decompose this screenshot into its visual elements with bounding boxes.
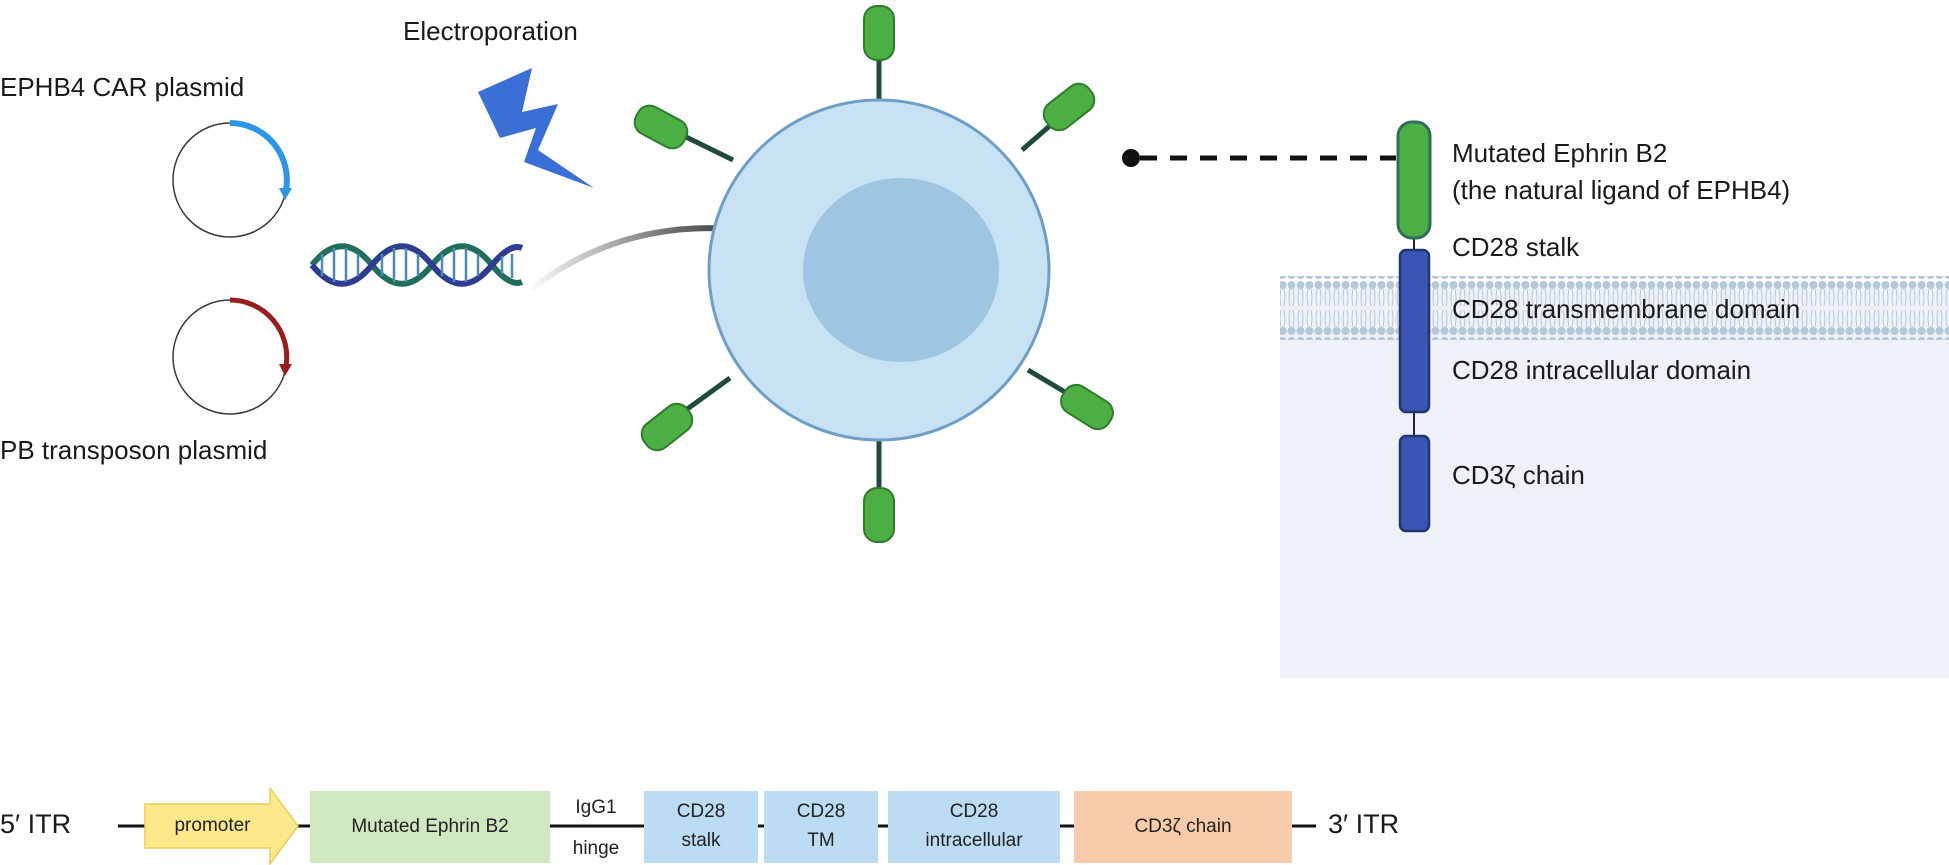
cd28-domain (1398, 248, 1431, 414)
connector-dot (1122, 149, 1140, 167)
electroporation-label: Electroporation (403, 16, 578, 46)
receptor-head-icons (633, 5, 1114, 543)
pb-plasmid-icon (172, 297, 292, 415)
cd28-intracellular-label: CD28 intracellular domain (1452, 355, 1752, 385)
tm-box-shape (764, 791, 878, 863)
cd3z-segment-label: CD3ζ chain (1134, 816, 1232, 838)
dna-helix-icon (309, 243, 524, 287)
stalk-label-bottom: stalk (681, 830, 721, 852)
cd3z-box-shape (1074, 791, 1292, 863)
cd28-tm-label: CD28 transmembrane domain (1452, 294, 1801, 324)
ephrin-domain (1396, 120, 1432, 240)
ephrin-segment-label: Mutated Ephrin B2 (351, 816, 509, 838)
tm-label-top: CD28 (796, 801, 846, 823)
ephrin-box-shape (310, 791, 550, 863)
intra-label-bottom: intracellular (925, 830, 1023, 852)
lipid-bilayer (1280, 276, 1949, 340)
stalk-box-shape (644, 791, 758, 863)
ligand-label-line2: (the natural ligand of EPHB4) (1452, 175, 1791, 205)
stalk-label-top: CD28 (676, 801, 726, 823)
hinge-label-bottom: hinge (572, 838, 620, 860)
itr5-label: 5′ ITR (0, 809, 72, 839)
car-plasmid-icon (172, 120, 292, 238)
hinge-label-top: IgG1 (575, 797, 617, 819)
lightning-bolt-icon (478, 68, 594, 188)
cytoplasm-panel (1280, 288, 1949, 678)
cd28-stalk-label: CD28 stalk (1452, 232, 1580, 262)
itr3-label: 3′ ITR (1328, 809, 1400, 839)
cd3z-domain (1398, 434, 1431, 533)
car-receptor (1396, 120, 1432, 533)
promoter-arrow (144, 785, 299, 865)
car-plasmid-label: EPHB4 CAR plasmid (0, 72, 245, 102)
nucleus (803, 178, 999, 362)
promoter-label: promoter (174, 815, 251, 837)
ligand-label-line1: Mutated Ephrin B2 (1452, 138, 1668, 168)
intra-box-shape (888, 791, 1060, 863)
tm-label-bottom: TM (807, 830, 835, 852)
cd3z-chain-label: CD3ζ chain (1452, 460, 1585, 490)
intra-label-top: CD28 (949, 801, 999, 823)
pb-plasmid-label: PB transposon plasmid (0, 435, 268, 465)
